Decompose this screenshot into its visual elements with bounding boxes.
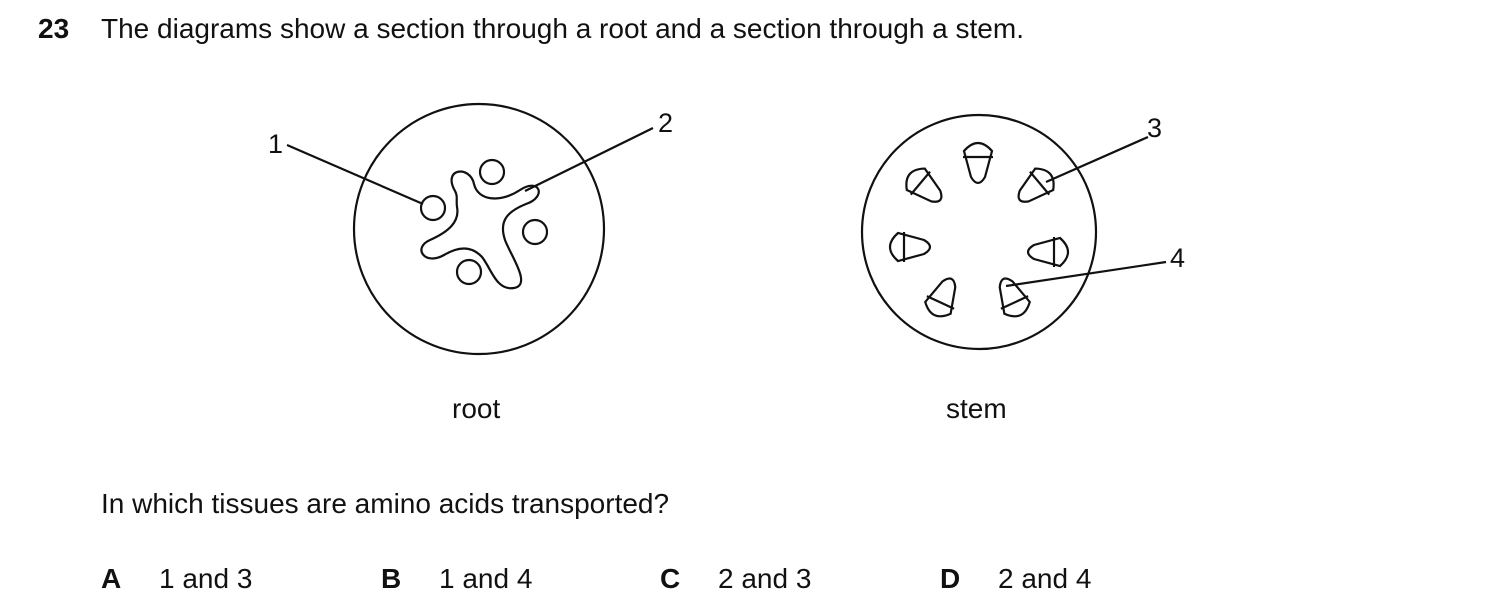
option-text: 1 and 4 bbox=[439, 563, 533, 594]
question-prompt: In which tissues are amino acids transpo… bbox=[101, 488, 670, 519]
option-text: 1 and 3 bbox=[159, 563, 253, 594]
option-letter: C bbox=[660, 563, 681, 594]
vascular-bundle-bottom-left bbox=[924, 277, 957, 318]
answer-option-c[interactable]: C 2 and 3 bbox=[660, 562, 811, 596]
answer-option-b[interactable]: B 1 and 4 bbox=[381, 562, 532, 596]
root-caption: root bbox=[452, 393, 501, 424]
leader-line-3 bbox=[1045, 135, 1149, 184]
vascular-bundle-top-right bbox=[1017, 167, 1055, 203]
leader-line-2 bbox=[524, 127, 654, 192]
callout-label-1: 1 bbox=[268, 129, 284, 159]
vascular-bundle-bottom-right bbox=[998, 277, 1031, 318]
option-letter: D bbox=[940, 563, 961, 594]
stem-section bbox=[860, 113, 1167, 351]
vascular-bundle-top-left bbox=[905, 167, 943, 203]
root-phloem-top bbox=[478, 158, 506, 186]
callout-label-2: 2 bbox=[658, 108, 674, 138]
root-section bbox=[286, 102, 654, 356]
answer-option-a[interactable]: A 1 and 3 bbox=[101, 562, 252, 596]
option-text: 2 and 3 bbox=[718, 563, 812, 594]
option-letter: B bbox=[381, 563, 402, 594]
vascular-bundle-top bbox=[962, 141, 994, 185]
answer-option-d[interactable]: D 2 and 4 bbox=[940, 562, 1091, 596]
root-xylem-star bbox=[420, 170, 540, 290]
leader-line-4 bbox=[1005, 260, 1167, 288]
stem-outline bbox=[860, 113, 1098, 351]
root-outline bbox=[352, 102, 606, 356]
leader-line-1 bbox=[286, 143, 424, 206]
root-phloem-right bbox=[521, 218, 549, 246]
callout-label-4: 4 bbox=[1170, 243, 1186, 273]
option-text: 2 and 4 bbox=[998, 563, 1092, 594]
callout-label-3: 3 bbox=[1147, 113, 1163, 143]
question-number: 23 bbox=[38, 13, 70, 44]
option-letter: A bbox=[101, 563, 122, 594]
question-text: The diagrams show a section through a ro… bbox=[101, 13, 1024, 44]
root-phloem-bottom bbox=[455, 258, 483, 286]
vascular-bundle-left bbox=[888, 231, 932, 263]
root-phloem-left bbox=[419, 194, 447, 222]
vascular-bundle-right bbox=[1026, 236, 1070, 268]
stem-caption: stem bbox=[946, 393, 1007, 424]
